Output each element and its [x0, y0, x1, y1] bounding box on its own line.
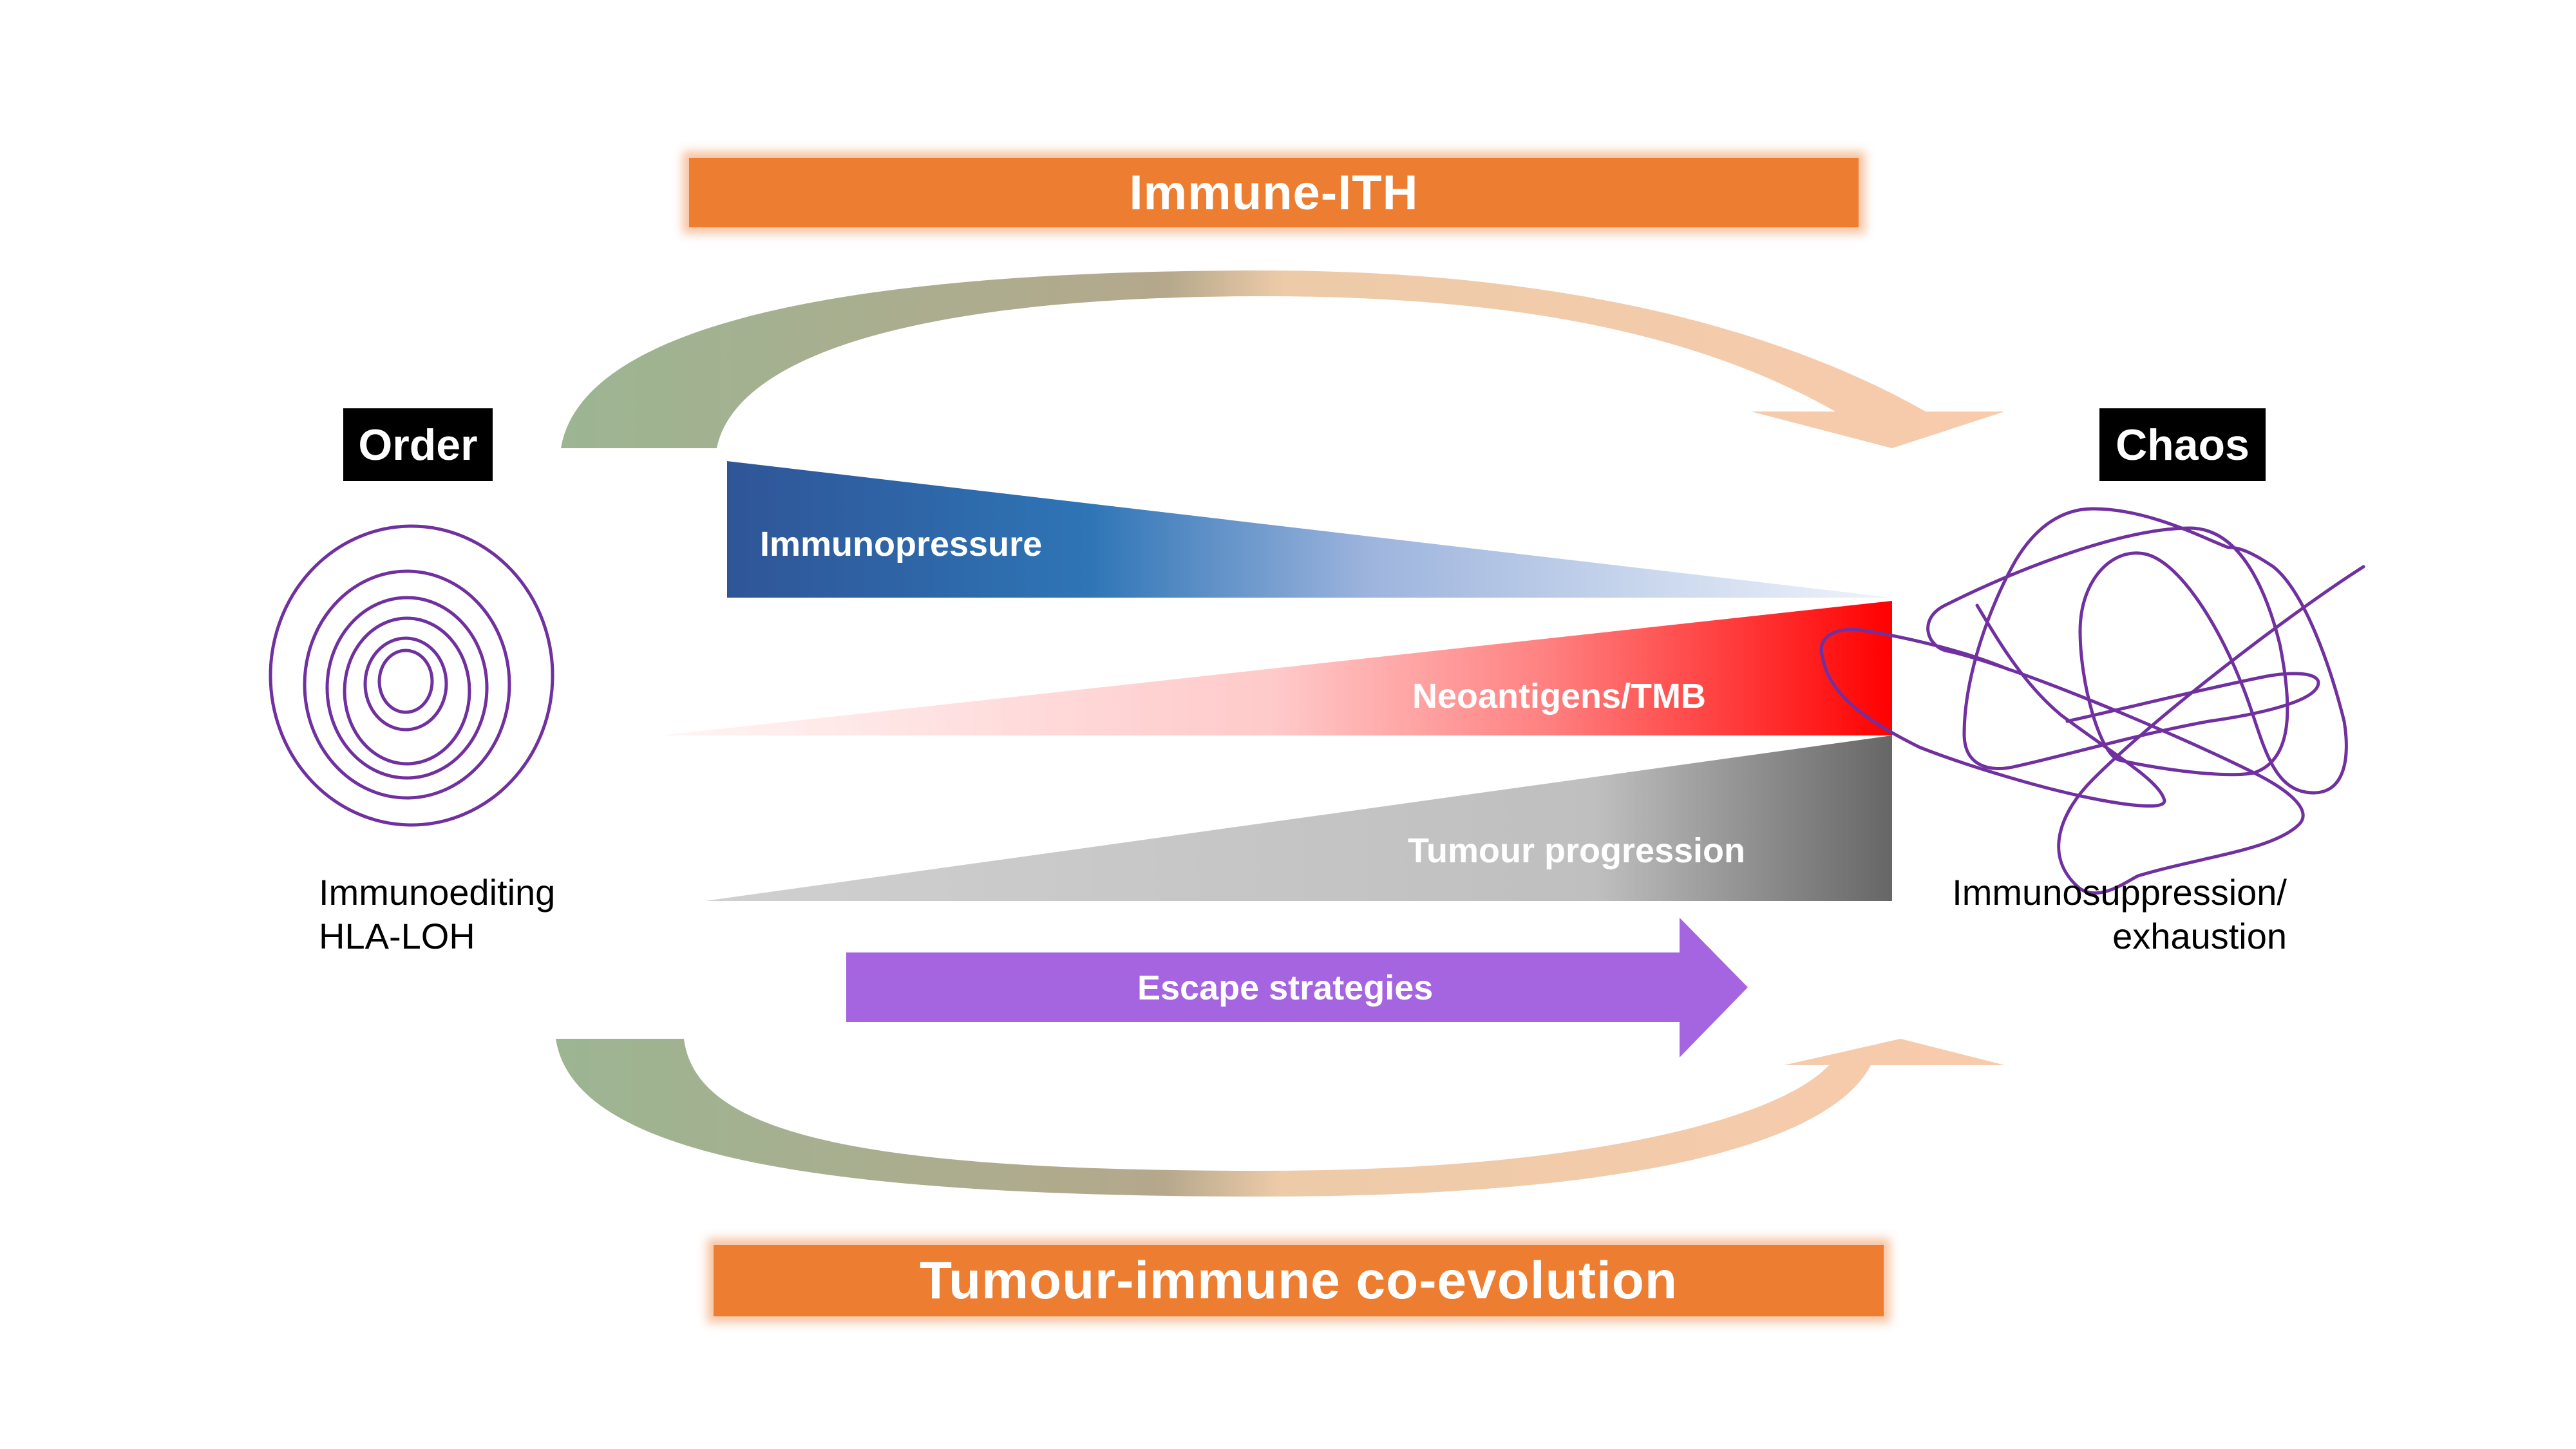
tangled-scribble-icon [1819, 507, 2365, 895]
order-caption: Immunoediting HLA-LOH [319, 871, 555, 958]
tumour-progression-wedge [705, 735, 1892, 901]
immune-ith-banner: Immune-ITH [689, 158, 1859, 227]
neoantigens-label: Neoantigens/TMB [1412, 677, 1707, 715]
tumour-progression-label: Tumour progression [1408, 831, 1746, 870]
order-caption-line: HLA-LOH [319, 916, 475, 956]
order-label-box: Order [343, 408, 493, 481]
escape-strategies-label: Escape strategies [1137, 969, 1434, 1007]
concentric-ellipses-icon [269, 524, 554, 827]
neoantigens-wedge [661, 601, 1892, 735]
chaos-caption-line: Immunosuppression/ [1952, 872, 2287, 913]
chaos-caption-line: exhaustion [2112, 916, 2287, 956]
chaos-label: Chaos [2116, 420, 2249, 469]
chaos-caption: Immunosuppression/ exhaustion [1952, 871, 2287, 958]
co-evolution-label: Tumour-immune co-evolution [919, 1251, 1678, 1310]
chaos-label-box: Chaos [2099, 408, 2266, 481]
co-evolution-banner: Tumour-immune co-evolution [714, 1245, 1884, 1316]
order-caption-line: Immunoediting [319, 872, 556, 913]
immunopressure-label: Immunopressure [760, 525, 1043, 564]
immune-ith-label: Immune-ITH [1129, 165, 1419, 220]
order-label: Order [358, 420, 478, 469]
bottom-cycle-arrow [556, 1039, 2005, 1197]
escape-strategies-arrow [846, 918, 1748, 1057]
top-cycle-arrow [561, 270, 2005, 448]
immunopressure-wedge [727, 461, 1892, 598]
